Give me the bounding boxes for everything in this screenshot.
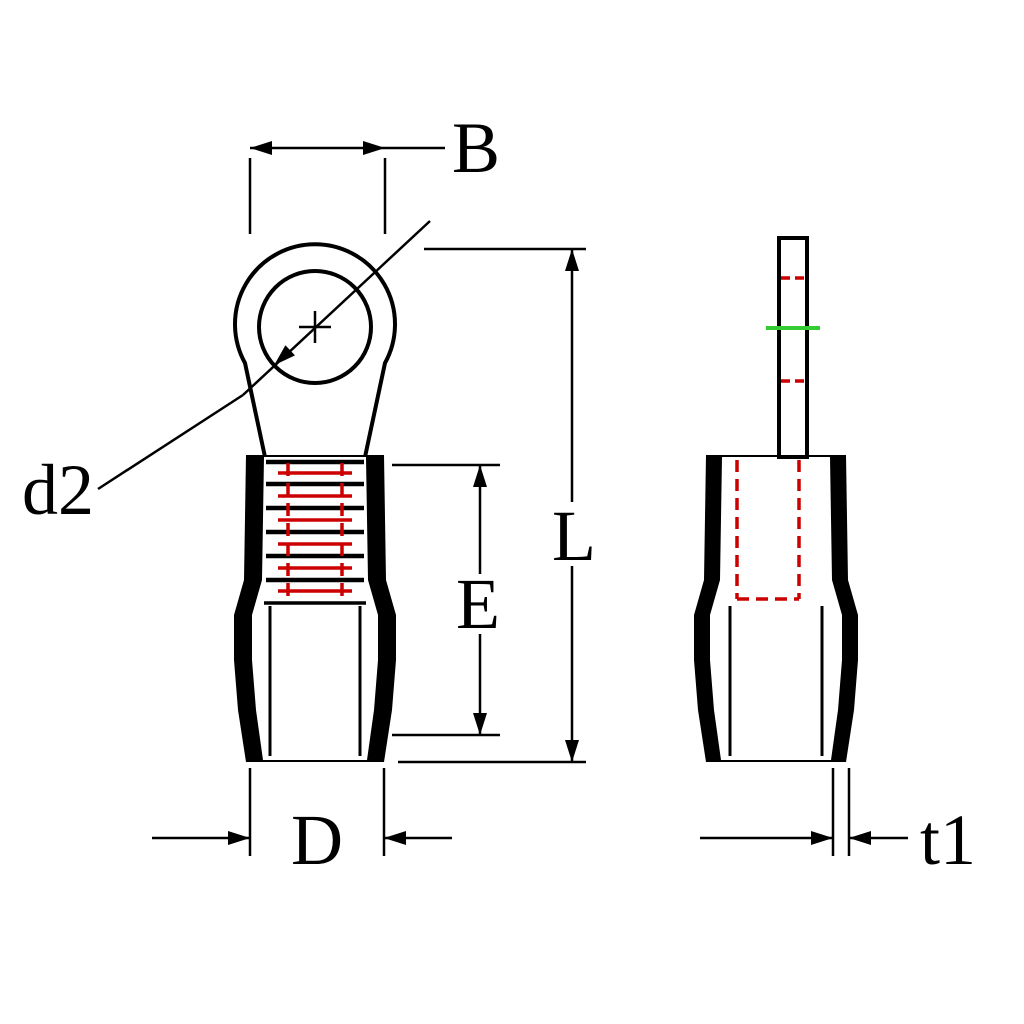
leader-line: [97, 393, 244, 491]
dimension-t1: [700, 768, 908, 856]
dimension-label-d2: d2: [22, 450, 94, 530]
label-backing: [544, 502, 600, 566]
side-red-slot-marks: [735, 460, 801, 601]
crimp-serrations: [264, 459, 366, 756]
dimension-b: [248, 146, 445, 234]
arrowhead-right-icon: [228, 831, 250, 845]
side-barrel-inner-cavity: [710, 457, 842, 760]
diameter-line: [242, 220, 431, 396]
tongue-tab: [777, 236, 809, 459]
front-red-strand-marks: [278, 463, 352, 600]
arrowhead-up-icon: [473, 465, 487, 487]
arrowhead-down-icon: [565, 740, 579, 762]
arrowhead-d2-icon: [274, 345, 295, 366]
arrowhead-left-icon: [250, 141, 272, 155]
front-view: [233, 242, 397, 762]
arrowhead-right-icon: [363, 141, 385, 155]
dimension-d2: [97, 220, 431, 491]
arrowhead-left-icon: [849, 831, 871, 845]
arrowhead-down-icon: [473, 713, 487, 735]
dimension-label-b: B: [452, 108, 500, 188]
side-view: [694, 236, 858, 762]
dimension-label-l: L: [552, 496, 596, 576]
tab-red-marks: [781, 276, 805, 383]
side-inner-wall-lines: [728, 606, 824, 756]
dimension-label-d: D: [291, 800, 343, 880]
arrowhead-right-icon: [811, 831, 833, 845]
label-backing: [448, 574, 500, 634]
arrowhead-up-icon: [565, 249, 579, 271]
arrowhead-left-icon: [384, 831, 406, 845]
dimension-label-t1: t1: [920, 800, 976, 880]
dimension-label-e: E: [456, 564, 500, 644]
